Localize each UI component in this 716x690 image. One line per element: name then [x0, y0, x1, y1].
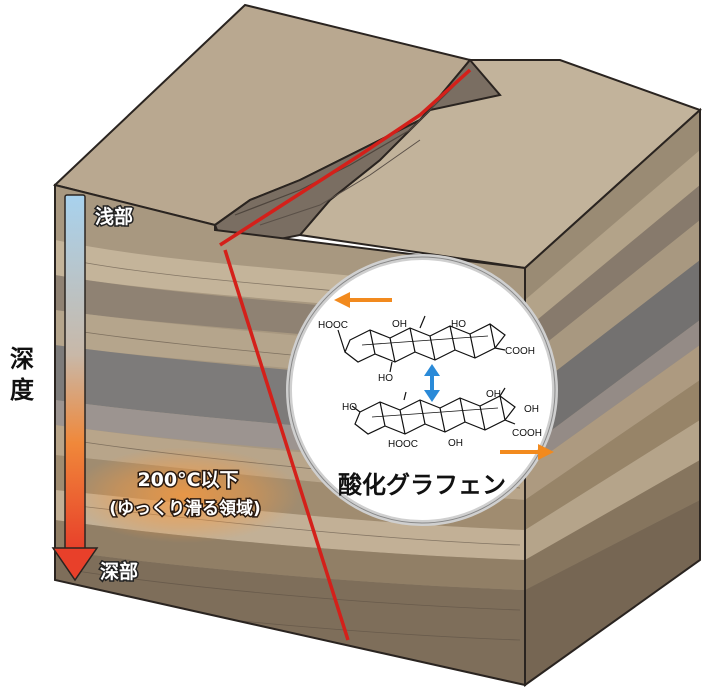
group-label: HOOC — [318, 320, 348, 331]
zone-description-label: (ゆっくり滑る領域) — [109, 498, 261, 519]
depth-arrow — [51, 194, 99, 582]
zone-temperature-label: 200°C以下 — [137, 469, 238, 491]
arrow-right-icon — [500, 444, 554, 460]
group-label: COOH — [505, 346, 535, 357]
group-label: HO — [342, 402, 357, 413]
graphene-oxide-inset: HOOC OH HO COOH HO HO OH OH COOH HOOC OH… — [286, 254, 558, 526]
depth-shallow-label: 浅部 — [95, 205, 133, 228]
group-label: OH — [486, 389, 501, 400]
depth-deep-label: 深部 — [100, 560, 138, 583]
group-label: OH — [524, 404, 539, 415]
molecule-lower — [351, 387, 516, 435]
group-label: HOOC — [388, 439, 418, 450]
double-arrow-vertical-icon — [424, 364, 440, 402]
group-label: OH — [392, 319, 407, 330]
fault-line — [219, 68, 472, 247]
arrow-left-icon — [334, 292, 392, 308]
group-label: OH — [448, 438, 463, 449]
depth-title-char2: 度 — [10, 376, 35, 404]
slow-slip-zone-glow — [70, 447, 300, 543]
group-label: COOH — [512, 428, 542, 439]
group-label: HO — [378, 373, 393, 384]
material-label: 酸化グラフェン — [338, 471, 506, 499]
molecule-upper — [337, 315, 506, 373]
group-label: HO — [451, 319, 466, 330]
fault-plane-line — [223, 249, 350, 641]
depth-title-char1: 深 — [10, 345, 34, 373]
